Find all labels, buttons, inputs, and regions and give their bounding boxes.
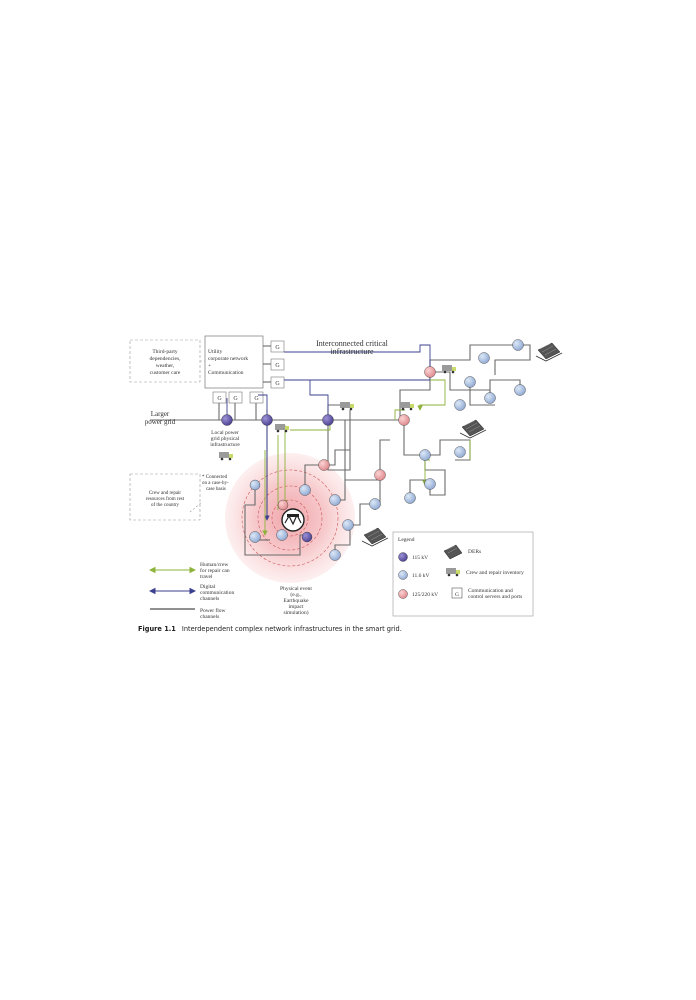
utility-network-box	[204, 335, 264, 389]
crew-resources-label: Crew and repair	[149, 491, 182, 496]
crew-resources-label: of the country	[151, 503, 180, 508]
earthquake-icon	[281, 508, 305, 532]
truck-icon	[442, 365, 456, 374]
flow-legend	[148, 566, 197, 610]
figure-number: Figure 1.1	[138, 625, 176, 633]
physical-event-label: (e.g.,	[290, 591, 302, 598]
legend-box	[392, 531, 534, 617]
truck-icon	[446, 568, 460, 577]
solar-panel-icon	[443, 544, 463, 560]
utility-label: Communication	[208, 370, 244, 376]
g-label: G	[455, 592, 459, 598]
comm-server-icon	[451, 587, 463, 599]
g-label: G	[275, 363, 280, 369]
legend-11-6kv: 11.6 kV	[412, 573, 430, 579]
solar-panel-icon	[459, 419, 487, 439]
flow-legend-digital: channels	[200, 596, 219, 602]
utility-label: Utility	[208, 349, 223, 355]
physical-event-label: impact	[289, 604, 304, 610]
physical-event-label: Earthquake	[283, 598, 309, 604]
flow-legend-digital: communication	[200, 590, 234, 596]
legend-comm: control servers and ports	[468, 594, 522, 600]
flow-legend-crew: for repair can	[200, 567, 230, 574]
connected-note: * Connected	[202, 475, 228, 480]
crew-paths	[262, 379, 471, 536]
flow-legend-digital: Digital	[200, 584, 216, 590]
flow-legend-crew: travel	[200, 574, 213, 580]
truck-icon	[400, 402, 414, 411]
physical-event-label: Physical event	[280, 586, 312, 592]
legend-125-220kv: 125/220 kV	[412, 592, 438, 598]
utility-label: corporate network	[208, 356, 248, 362]
legend-crew: Crew and repair inventory	[466, 570, 524, 576]
legend-title: Legend	[398, 537, 415, 543]
g-label: G	[233, 396, 238, 402]
figure-caption: Figure 1.1 Interdependent complex network…	[138, 625, 618, 633]
interconnected-title: Interconnected critical	[316, 339, 389, 348]
comm-server-boxes	[212, 340, 285, 404]
local-grid-label: Local power	[211, 430, 239, 436]
crew-resources-box	[129, 473, 201, 521]
third-party-label: dependencies,	[150, 356, 182, 362]
truck-icon	[219, 452, 233, 461]
flow-legend-power: channels	[200, 614, 219, 620]
flow-legend-crew: Human/crew	[200, 562, 228, 568]
third-party-label: customer care	[150, 370, 181, 376]
node-125-220kv	[277, 366, 436, 511]
local-grid-label: infrastructure	[210, 441, 240, 448]
solar-panel-icon	[361, 527, 389, 547]
interconnected-title: infrastructure	[330, 347, 374, 356]
g-label: G	[275, 345, 280, 351]
node-11-6kv	[249, 339, 526, 561]
node-115kv	[221, 414, 334, 426]
connected-note: case basis	[206, 487, 226, 492]
connected-note: on a case-by-	[202, 481, 229, 486]
solar-panel-icon	[535, 342, 563, 362]
truck-icon	[340, 402, 354, 411]
legend-115kv: 115 kV	[412, 555, 428, 561]
third-party-label: Third-party	[152, 349, 178, 355]
figure-caption-text: Interdependent complex network infrastru…	[181, 625, 402, 633]
larger-grid-label: Larger	[151, 410, 170, 418]
physical-event-label: simulation)	[283, 609, 308, 616]
crew-resources-label: resources from rest	[146, 497, 185, 502]
utility-label: +	[208, 363, 211, 369]
local-grid-label: grid physical	[211, 436, 240, 442]
g-label: G	[275, 381, 280, 387]
g-label: G	[254, 396, 259, 402]
third-party-label: weather,	[156, 363, 175, 369]
flow-legend-power: Power flow	[200, 607, 226, 614]
g-label: G	[217, 396, 222, 402]
legend-comm: Communication and	[468, 588, 513, 594]
legend-ders: DERs	[468, 549, 481, 555]
truck-icon	[275, 424, 289, 433]
larger-grid-label: power grid	[145, 418, 176, 426]
